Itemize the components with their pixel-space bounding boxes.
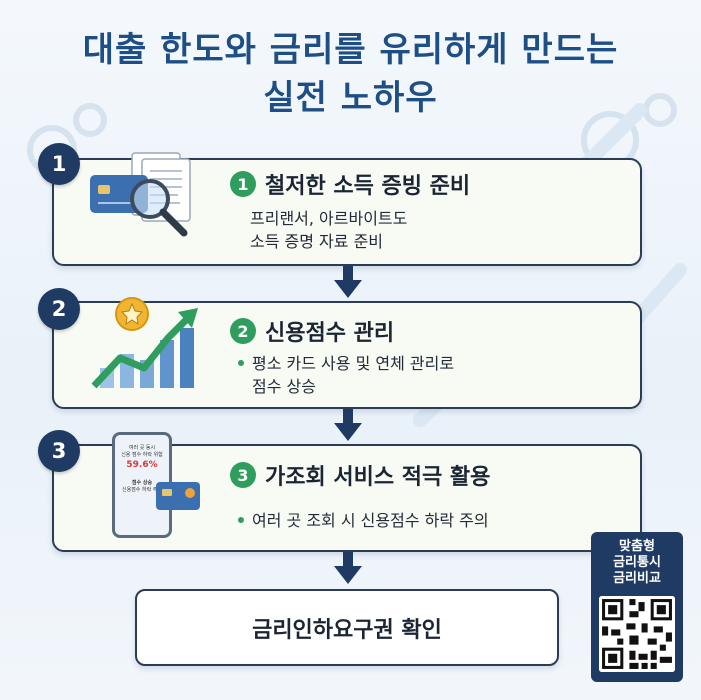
step-description-2: 평소 카드 사용 및 연체 관리로 점수 상승 <box>238 352 454 398</box>
qr-text-line-2: 금리통시 <box>613 555 661 570</box>
phone-screen-line-2: 신용 점수 하락 위험 <box>121 452 163 458</box>
step-description-3: 여러 곳 조회 시 신용점수 하락 주의 <box>238 509 489 532</box>
qr-panel[interactable]: 맞춤형 금리통시 금리비교 <box>591 532 683 682</box>
step-heading-text-3: 가조회 서비스 적극 활용 <box>265 465 491 490</box>
rising-chart-star-icon <box>91 297 198 389</box>
page-title: 대출 한도와 금리를 유리하게 만드는 실전 노하우 <box>0 26 701 122</box>
step-heading-text-1: 철저한 소득 증빙 준비 <box>265 174 471 199</box>
step-heading-1: 1 철저한 소득 증빙 준비 <box>230 168 470 200</box>
phone-card-icon: 여러 곳 동시 신용 점수 하락 위험 59.6% 점수 상승 신용점수 하락 … <box>112 432 208 540</box>
step-2-desc-line-1: 평소 카드 사용 및 연체 관리로 <box>252 354 455 373</box>
title-line-1: 대출 한도와 금리를 유리하게 만드는 <box>82 30 619 70</box>
step-circle-number-3: 3 <box>230 462 256 488</box>
bullet-dot <box>238 516 244 523</box>
step-1-desc-line-1: 프리랜서, 아르바이트도 <box>250 209 408 228</box>
step-circle-number-1: 1 <box>230 171 256 197</box>
step-heading-2: 2 신용점수 관리 <box>230 315 394 347</box>
step-1-desc-line-2: 소득 증명 자료 준비 <box>250 232 384 251</box>
credit-card-documents-magnifier-icon <box>90 152 191 237</box>
arrow-down-icon <box>334 266 362 298</box>
step-number-badge-3: 3 <box>38 430 80 472</box>
step-circle-number-2: 2 <box>230 318 256 344</box>
qr-panel-text: 맞춤형 금리통시 금리비교 <box>591 539 683 587</box>
credit-card-icon <box>156 482 200 510</box>
step-2-desc-line-2: 점수 상승 <box>252 377 316 396</box>
arrow-down-icon <box>334 552 362 584</box>
step-number-badge-1: 1 <box>38 143 80 185</box>
qr-code-icon[interactable] <box>599 596 675 672</box>
step-description-1: 프리랜서, 아르바이트도 소득 증명 자료 준비 <box>250 207 407 253</box>
qr-text-line-1: 맞춤형 <box>619 539 655 554</box>
final-step-label: 금리인하요구권 확인 <box>252 617 442 643</box>
bullet-dot <box>238 359 244 366</box>
phone-screen-line-4: 신용점수 하락 주의 <box>122 487 162 493</box>
title-line-2: 실전 노하우 <box>263 78 438 118</box>
step-3-desc-line-1: 여러 곳 조회 시 신용점수 하락 주의 <box>252 511 489 530</box>
arrow-down-icon <box>334 409 362 441</box>
step-heading-3: 3 가조회 서비스 적극 활용 <box>230 459 490 491</box>
phone-screen-line-3: 점수 상승 <box>131 480 153 486</box>
phone-screen-line-1: 여러 곳 동시 <box>128 445 156 451</box>
final-step-box: 금리인하요구권 확인 <box>135 589 559 666</box>
step-number-badge-2: 2 <box>38 288 80 330</box>
qr-text-line-3: 금리비교 <box>613 571 661 586</box>
step-heading-text-2: 신용점수 관리 <box>265 321 395 346</box>
phone-screen-percent: 59.6% <box>126 460 158 470</box>
